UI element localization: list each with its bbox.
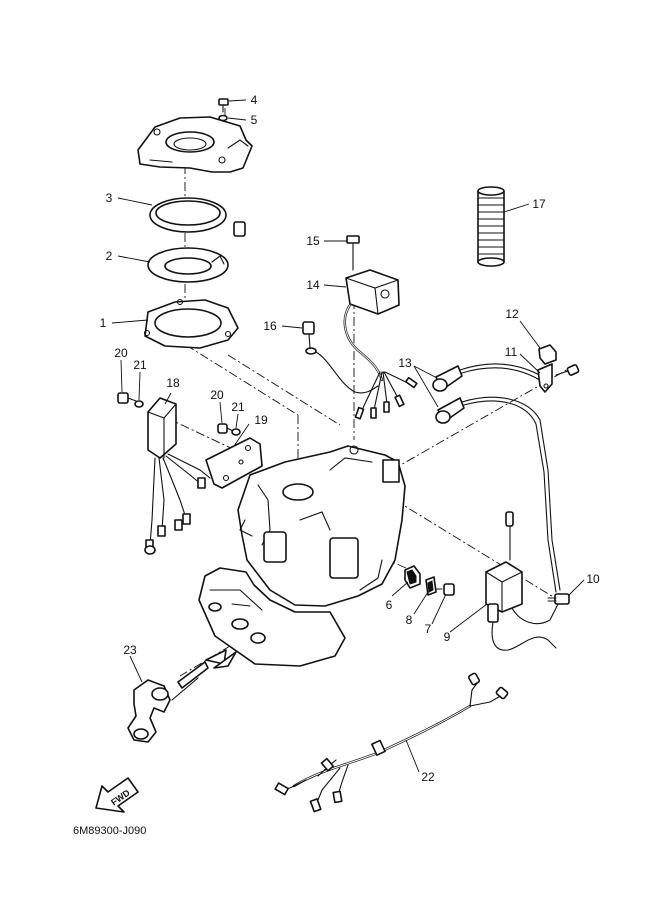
bracket-19 xyxy=(205,437,263,489)
stop-switch-23 xyxy=(127,649,237,743)
ignition-coil-9 xyxy=(485,511,561,651)
screw-15 xyxy=(346,235,360,271)
callout-2: 2 xyxy=(106,249,113,263)
callout-6: 6 xyxy=(386,598,393,612)
callout-3: 3 xyxy=(106,191,113,205)
washer-21b xyxy=(231,428,241,436)
bracket-11 xyxy=(537,363,580,393)
stator-base-plate xyxy=(137,116,253,173)
clip-8 xyxy=(425,576,437,596)
power-head xyxy=(237,445,406,607)
washer-21a xyxy=(134,400,144,408)
coil-14 xyxy=(343,269,400,382)
screw-10 xyxy=(547,593,570,605)
screw-4 xyxy=(218,98,229,113)
diagram-code: 6M89300-J090 xyxy=(73,825,146,837)
ring-3 xyxy=(149,197,227,233)
callout-15: 15 xyxy=(306,234,320,248)
cdi-unit-18 xyxy=(144,397,211,555)
leader-lines xyxy=(111,99,585,773)
screw-20a xyxy=(117,392,137,404)
callout-20b: 20 xyxy=(210,388,224,402)
clamp-12 xyxy=(538,344,557,365)
callout-20a: 20 xyxy=(114,346,128,360)
fwd-arrow-icon: FWD xyxy=(95,777,139,813)
pin xyxy=(233,221,246,237)
callout-1: 1 xyxy=(100,316,107,330)
ring-1-plate xyxy=(143,298,239,349)
callout-22: 22 xyxy=(421,770,435,784)
callout-13: 13 xyxy=(398,356,412,370)
callout-19: 19 xyxy=(254,413,268,427)
sleeve-17 xyxy=(477,186,505,267)
callout-8: 8 xyxy=(406,613,413,627)
callout-4: 4 xyxy=(251,93,258,107)
callout-11: 11 xyxy=(505,345,518,359)
screw-20b xyxy=(217,423,234,434)
callout-17: 17 xyxy=(532,197,546,211)
callout-21b: 21 xyxy=(231,400,245,414)
bottom-cowling xyxy=(198,567,346,667)
plug-caps-13 xyxy=(432,363,561,593)
ring-2 xyxy=(147,247,229,283)
wire-terminals-14 xyxy=(354,371,418,420)
callout-numbers: 1 2 3 4 5 6 7 8 9 10 11 12 13 14 15 16 1… xyxy=(100,93,600,784)
callout-5: 5 xyxy=(251,113,258,127)
callout-9: 9 xyxy=(444,630,451,644)
screw-7 xyxy=(435,583,455,596)
callout-14: 14 xyxy=(306,278,320,292)
callout-10: 10 xyxy=(586,572,600,586)
ground-lead-16 xyxy=(302,321,379,394)
wire-harness-22 xyxy=(274,672,509,813)
callout-23: 23 xyxy=(123,643,137,657)
washer-5 xyxy=(218,114,228,122)
clip-6 xyxy=(404,565,421,589)
callout-7: 7 xyxy=(425,622,432,636)
callout-18: 18 xyxy=(166,376,180,390)
callout-16: 16 xyxy=(263,319,277,333)
callout-12: 12 xyxy=(505,307,519,321)
callout-21a: 21 xyxy=(133,358,147,372)
